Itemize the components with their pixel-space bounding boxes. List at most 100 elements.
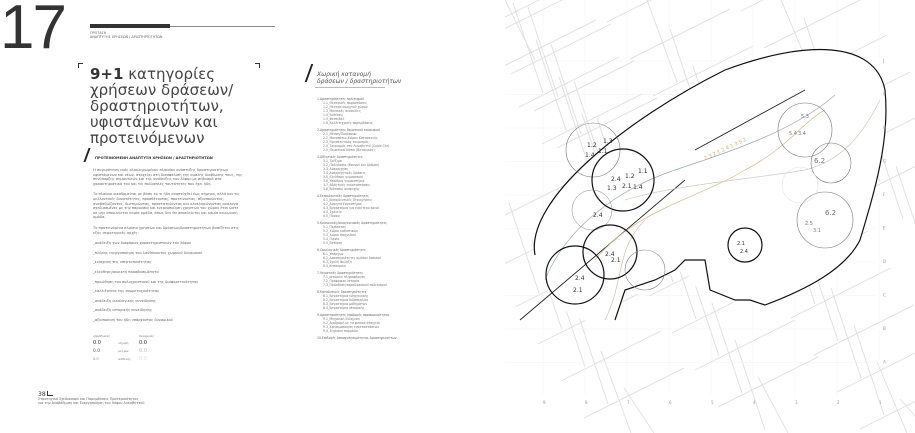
activity-code-label: 6.2 (825, 209, 836, 217)
map-row-label: A (883, 360, 886, 365)
map-col-label: 3 (795, 400, 798, 405)
bracket-left (78, 63, 83, 68)
activity-code-label: 3.4 (798, 131, 806, 137)
principle-item: _προώθηση του πολυχρηστικού και της διαφ… (93, 279, 199, 284)
activity-code-label: 5.3 (801, 114, 809, 120)
toc-item: 3.5_Ελεύθερη γυμναστική (323, 175, 364, 179)
boundary-line (519, 89, 806, 321)
activity-code-label: 2.4 (593, 212, 603, 219)
map-col-label: 5 (711, 400, 714, 405)
toc-item: 8.3_Εργαστήρια μαθημάτων (323, 302, 368, 306)
toc-group-heading: 5.Κοινωνικές/οικογενειακές δραστηριότητε… (317, 221, 388, 225)
map-col-label: 9 (543, 400, 546, 405)
toc-item: 4.5_Πάρκο (323, 214, 340, 218)
principle-item: _ανάδειξη οικολογικής συνείδησης (93, 298, 157, 303)
legend-label: ισχυρή (118, 341, 129, 346)
footer-line-1: Στρατηγικό Σχεδιασμού και Παρεμβάσεις Πρ… (38, 397, 139, 402)
toc-item: 3.3_Αναρρίχηση (323, 167, 348, 171)
footer: 38 Στρατηγικό Σχεδιασμού και Παρεμβάσεις… (38, 391, 144, 406)
title-bold: 9+1 (90, 65, 124, 83)
toc-item: 2.2_Μονοπάτια Χώρου Κατασκευής (323, 136, 378, 140)
toc-item: 6.3_Σχολή Φυλάξη (323, 260, 352, 264)
map-row-label: B (883, 326, 886, 331)
activity-code-label: 1.2 (625, 173, 635, 180)
paragraph: Το πλαίσιο οικοδομείται με βάση το τι ήδ… (93, 192, 240, 220)
activity-code-label: 3.1 (813, 228, 821, 234)
toc-item: 1.5_Φεστιβάλ (323, 117, 345, 121)
toc-item: 1.6_Καλλιτεχνικές παρεμβάσεις (323, 121, 373, 125)
toc-item: 5.3_Χώροι παιχνιδιού (323, 233, 357, 237)
bracket-right (255, 63, 260, 68)
contour-purple (624, 99, 881, 201)
toc-item: 1.1_Θεατρικές παραστάσεις (323, 101, 368, 105)
section-line-2: ΑΝΑΠΤΥΞΗΣ ΧΡΗΣΕΩΝ / ΔΡΑΣΤΗΡΙΟΤΗΤΩΝ (90, 35, 163, 40)
page-title: 9+1 κατηγορίες χρήσεων δράσεων/δραστηριο… (90, 66, 270, 146)
map-row-label: E (883, 226, 886, 231)
paragraph: Το προτεινόμενο πλαίσιο χρήσεων και δράσ… (93, 225, 239, 235)
toc-item: 3.1_Τρέξιμο (323, 159, 342, 163)
path-orange (594, 109, 826, 261)
map-row-label: F (883, 192, 886, 197)
toc-item: 4.2_Ανοιχτά Εργαστήρια (323, 202, 362, 206)
principle-item: _ελεύθερη/ανοικτή προσβασιμότητα (93, 269, 159, 274)
toc-item: 3.4_Αναρριχητικές δράσεις (323, 171, 366, 175)
activity-code-label: 1.4 (633, 184, 643, 191)
toc-item: 8.1_Εργαστήρια ενεργειακής (323, 294, 369, 298)
activity-code-label: 2.1 (622, 183, 632, 190)
legend-value: 0.0 (93, 357, 99, 362)
activity-code-label: 1.4 (585, 152, 595, 159)
toc-item: 6.1_Υπάρχων (323, 252, 344, 256)
activity-code-label: 2.4 (575, 275, 585, 282)
page-number: 38 (38, 391, 46, 398)
activity-code-label: 5.4 (789, 131, 797, 137)
toc-item: 4.3_Εργαστήρια για ευρύτερο κοινό (323, 206, 379, 210)
toc-rule (315, 87, 385, 88)
toc-item: 2.5_Θεματικοί Κήποι (Βοτανικός) (323, 148, 375, 152)
chapter-number: 17 (0, 0, 67, 62)
toc-item: 6.2_Δραστηριότητες αμέσου δασικού (323, 256, 382, 260)
toc-item: 8.4_Εργαστήρια ιστορικής (323, 306, 365, 310)
toc-item: 2.3_Θρησκευτικός τουρισμός (323, 140, 369, 144)
slash-mark (83, 148, 91, 162)
footer-mark (46, 391, 53, 396)
activity-code-label: 2.4 (605, 251, 615, 258)
toc-group-heading: 1.Δραστηριότητες πολιτισμού (317, 97, 365, 101)
toc-item: 9.2_Διαδρομή με τα φυσικά στοιχεία (323, 321, 380, 325)
legend-value: 0.0 (138, 348, 147, 355)
toc-group-heading: 7.Θεματικές δραστηριότητες (317, 271, 364, 275)
map-col-label: 4 (753, 400, 756, 405)
toc-item: 7.2_Προφορική Ιστορία (323, 279, 360, 283)
toc-group-heading: 2.Δραστηριότητες θεματικού τουρισμού (317, 128, 381, 132)
park-area (534, 49, 886, 323)
toc-group-heading: 4.Εκπαιδευτικές δραστηριότητες (317, 194, 369, 198)
toc-item: 5.4_Πικνίκ (323, 237, 340, 241)
map-col-label: 8 (585, 400, 588, 405)
paragraph: Η συγκρότηση ενός ολοκληρωμένου πλαισίου… (93, 168, 243, 186)
map-col-label: 1 (879, 400, 882, 405)
map-row-label: D (883, 259, 886, 264)
toc-item: 4.4_Σχολείο (323, 210, 342, 214)
activity-code-label: 2.1 (573, 287, 583, 294)
principle-item: _ανάδειξη ιστορικής συνείδησης (93, 308, 152, 313)
toc-title-line-2: δράσεων / δραστηριοτήτων (317, 78, 402, 85)
principle-item: _καλλιέργεια της συμμετοχικότητας (93, 289, 160, 294)
activity-code-label: 1.2 (587, 142, 597, 149)
legend-value: 0.0 (93, 340, 101, 347)
activity-code-label: 2.5 (805, 221, 813, 227)
toc-title: Χωρική κατανομή δράσεων / δραστηριοτήτων (317, 71, 401, 85)
map-row-label: I (883, 92, 884, 97)
legend-col2: δυναμικές (138, 334, 155, 339)
activity-code-label: 2.1 (737, 241, 745, 247)
principle-item: _πλήρης ενεργοποίηση του λανθάνοντος χωρ… (93, 250, 203, 255)
map-col-label: 7 (627, 400, 630, 405)
legend-value: 0.0 (138, 340, 147, 347)
toc-group-heading: 8.Καταδυτικές δραστηριότητες (317, 290, 367, 294)
toc-item: 9.4_Σειριακή παρμάδα (323, 329, 358, 333)
toc-item: 6.4_Κηπουρική (323, 264, 346, 268)
toc-item: 2.1_Θέαση/Πανόραμα (323, 132, 357, 136)
section-line-1: ΠΡΟΤΑΣΗ (90, 31, 107, 35)
activity-code-label: 2.4 (611, 176, 621, 183)
toc-group-heading: 10.Επιλογές Απασχολησιμότητας Δραστηριοτ… (317, 336, 397, 340)
